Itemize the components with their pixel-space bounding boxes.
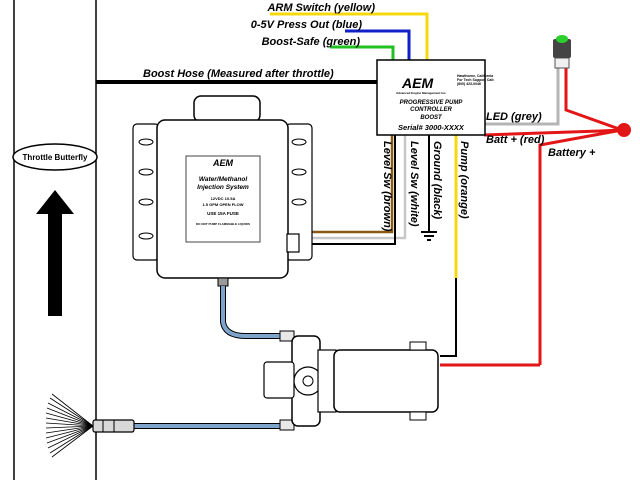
- boost-safe-wire: [330, 45, 395, 60]
- spray-nozzle: [92, 419, 135, 433]
- reservoir-tank: AEM Water/Methanol Injection System 12VD…: [132, 95, 313, 287]
- controller-address-3: (800) 423-0046: [457, 82, 481, 86]
- supply-hose: [221, 286, 282, 338]
- supply-hose-outline: [220, 286, 282, 339]
- boost-hose-label: Boost Hose (Measured after throttle): [143, 68, 334, 80]
- pump-label: Pump (orange): [458, 141, 470, 219]
- arm-switch-wire: [270, 12, 429, 60]
- press-out-label: 0-5V Press Out (blue): [251, 19, 363, 31]
- led-wire: [484, 68, 560, 126]
- controller-address-2: For Tech Support Call:: [457, 78, 494, 82]
- tank-fuse: USE 15A FUSE: [207, 211, 239, 216]
- pump: [263, 330, 439, 431]
- battery-terminal: [617, 123, 631, 137]
- tank-title-1: Water/Methanol: [199, 176, 247, 183]
- level-sw-white-wire: [302, 135, 407, 240]
- batt-label: Batt + (red): [486, 134, 545, 146]
- controller-logo: AEM: [401, 75, 433, 91]
- led-power-wire: [564, 68, 623, 132]
- controller-address-1: Hawthorne, California: [457, 74, 493, 78]
- tank-title-2: Injection System: [197, 184, 249, 191]
- level-sw-brown-wire: [302, 135, 394, 234]
- battery-label: Battery +: [548, 147, 596, 159]
- level-sw-brown-label: Level Sw (brown): [381, 141, 393, 232]
- tank-spec-2: 1.5 GPM OPEN FLOW: [202, 202, 243, 207]
- ground-symbol: [421, 231, 437, 241]
- battery-feed-wire: [538, 128, 623, 365]
- arm-switch-label: ARM Switch (yellow): [266, 2, 375, 14]
- level-sw-return: [302, 135, 396, 245]
- led-label: LED (grey): [486, 111, 542, 123]
- pump-controller: AEM Hawthorne, California For Tech Suppo…: [376, 59, 494, 136]
- led-indicator: [553, 35, 571, 69]
- throttle-butterfly: [12, 143, 98, 171]
- ground-label: Ground (black): [431, 141, 443, 220]
- tank-spec-1: 12VDC 10.5A: [211, 196, 236, 201]
- airflow-arrow: [36, 190, 74, 316]
- pump-return-wire: [440, 278, 457, 357]
- boost-hose-line: [96, 80, 387, 90]
- controller-serial: Serial# 3000-XXXX: [398, 123, 465, 132]
- controller-title-2: CONTROLLER: [410, 107, 452, 113]
- controller-mode: BOOST: [420, 115, 443, 121]
- tank-logo: AEM: [212, 158, 234, 168]
- spray-cone: [45, 393, 94, 458]
- boost-safe-label: Boost-Safe (green): [262, 36, 361, 48]
- press-out-wire: [345, 29, 411, 60]
- controller-title-1: PROGRESSIVE PUMP: [400, 100, 464, 106]
- tank-warning: DO NOT PUMP FLAMMABLE LIQUIDS: [196, 222, 250, 226]
- level-sw-white-label: Level Sw (white): [408, 141, 420, 227]
- throttle-label: Throttle Butterfly: [23, 153, 88, 162]
- controller-company: Advanced Engine Management Inc.: [396, 91, 447, 95]
